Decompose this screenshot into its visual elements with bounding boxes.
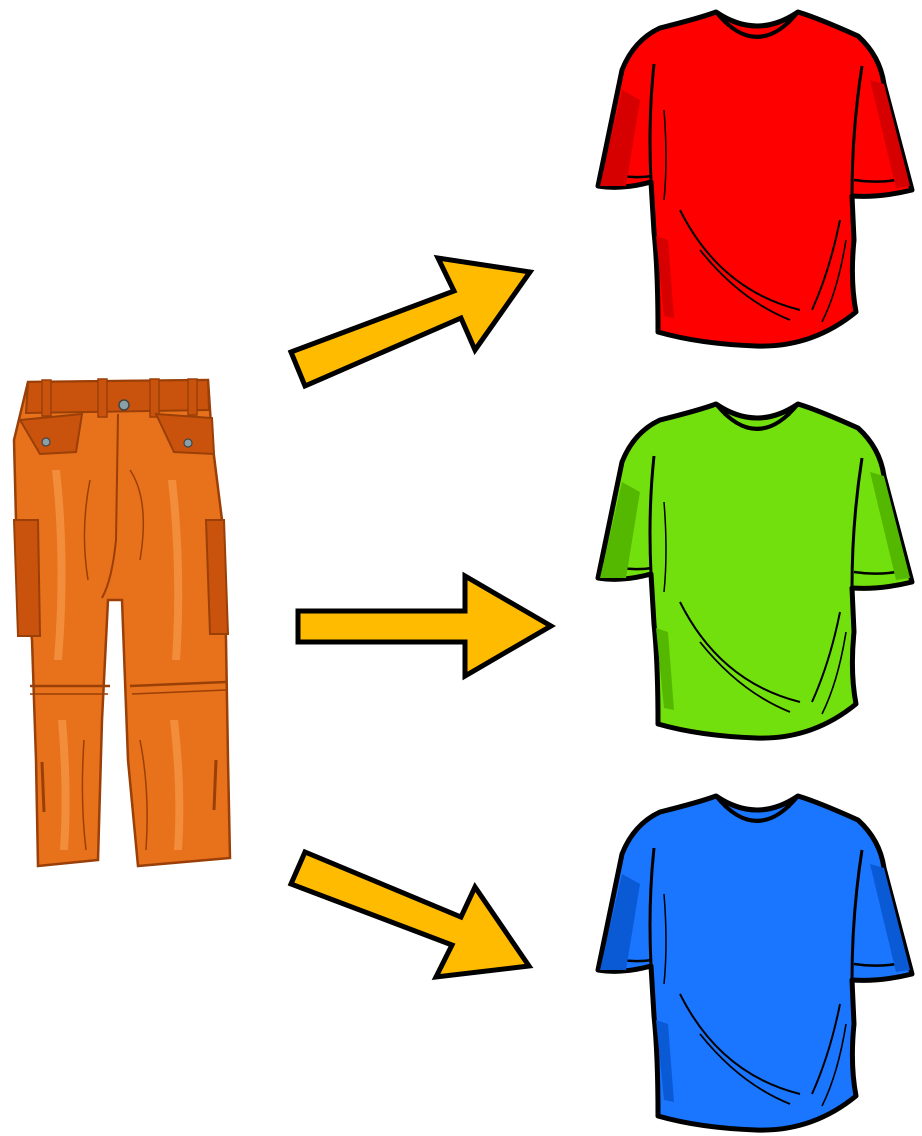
tshirt-part [598,796,912,1130]
cargo-pocket-left [14,520,40,636]
belt-loop [42,380,51,416]
cargo-pocket-right [206,520,228,634]
arrows-group [291,258,551,977]
arrow-down-right-icon [291,852,529,977]
blue-tshirt-icon [598,796,912,1130]
hem-zip [42,762,44,812]
pants-button [119,400,129,410]
pants-waistband [26,380,209,413]
tshirts-group [598,12,912,1130]
red-tshirt-icon [598,12,912,346]
cargo-pants-icon [14,379,230,866]
pocket-button [184,439,192,447]
hem-zip [214,760,216,810]
belt-loop [98,379,107,417]
tshirt-part [598,404,912,738]
belt-loop [150,379,159,417]
belt-loop [188,379,197,415]
green-tshirt-icon [598,404,912,738]
tshirt-part [598,12,912,346]
pocket-button [42,438,50,446]
arrow-up-right-icon [291,258,530,386]
arrow-right-icon [298,576,551,676]
